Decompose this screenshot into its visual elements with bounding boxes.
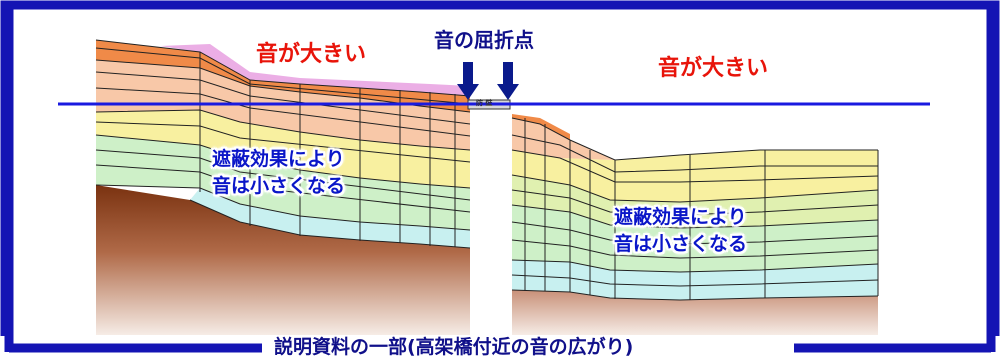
shield-note-left-line2: 音は小さくなる: [212, 175, 346, 197]
shield-note-right-line2: 音は小さくなる: [614, 233, 748, 255]
band-orange-left: [96, 40, 470, 112]
refraction-point-label: 音の屈折点: [434, 28, 534, 52]
band-pink-left: [160, 44, 470, 96]
band-yellow-left: [96, 110, 470, 188]
refraction-arrows: [457, 62, 519, 100]
band-peach-right: [512, 118, 615, 160]
band-orange-right: [512, 114, 570, 140]
loud-label-left: 音が大きい: [256, 42, 367, 67]
grid-right-v: [524, 118, 879, 300]
shield-note-left: 遮蔽効果により 音は小さくなる: [212, 146, 345, 200]
band-cyan-right: [512, 260, 878, 300]
viaduct-pier: [472, 108, 508, 290]
shield-note-right-line1: 遮蔽効果により: [614, 206, 747, 228]
shield-note-left-line1: 遮蔽効果により: [212, 148, 345, 170]
loud-label-right: 音が大きい: [658, 56, 769, 81]
band-yellow-right: [512, 150, 878, 202]
grid-left-v: [199, 52, 456, 247]
shield-note-right: 遮蔽効果により 音は小さくなる: [614, 204, 747, 258]
ground-left: [96, 185, 470, 335]
bridge-mark: 防 壁: [476, 99, 493, 107]
band-green-right: [512, 205, 878, 272]
figure-caption: 説明資料の一部(高架橋付近の音の広がり): [266, 338, 642, 357]
band-green-left: [96, 135, 470, 230]
ground-right: [512, 290, 878, 335]
